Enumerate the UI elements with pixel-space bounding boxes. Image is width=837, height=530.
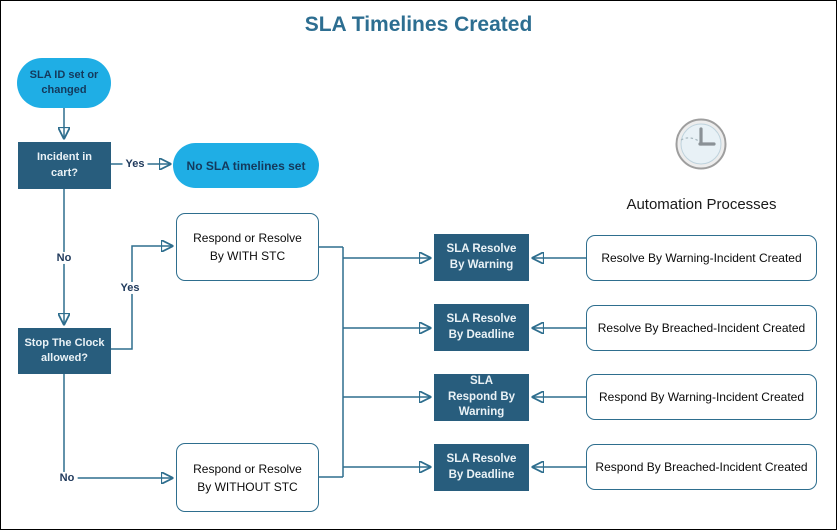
edge-label-incident-no: No bbox=[53, 251, 75, 265]
node-start: SLA ID set or changed bbox=[17, 58, 111, 108]
edge-label-incident-yes: Yes bbox=[122, 157, 148, 171]
clock-icon bbox=[675, 118, 727, 170]
edge-label-stc-no: No bbox=[56, 471, 78, 485]
edge-stc-yes bbox=[111, 246, 172, 350]
node-incident-decision: Incident in cart? bbox=[18, 142, 111, 189]
node-without-stc: Respond or Resolve By WITHOUT STC bbox=[176, 443, 319, 512]
process-box-respond-warning: Respond By Warning-Incident Created bbox=[586, 374, 817, 420]
automation-processes-header: Automation Processes bbox=[626, 196, 777, 213]
process-box-respond-breached: Respond By Breached-Incident Created bbox=[586, 444, 817, 490]
node-with-stc: Respond or Resolve By WITH STC bbox=[176, 213, 319, 281]
node-no-sla-terminal: No SLA timelines set bbox=[173, 143, 319, 188]
process-box-resolve-warning: Resolve By Warning-Incident Created bbox=[586, 235, 817, 281]
sla-box-respond-warning: SLA Respond By Warning bbox=[434, 374, 529, 421]
process-box-resolve-breached: Resolve By Breached-Incident Created bbox=[586, 305, 817, 351]
sla-box-resolve-warning: SLA Resolve By Warning bbox=[434, 234, 529, 281]
page-title: SLA Timelines Created bbox=[304, 13, 533, 36]
edge-label-stc-yes: Yes bbox=[117, 281, 143, 295]
node-stc-decision: Stop The Clock allowed? bbox=[18, 328, 111, 374]
edge-stc-no bbox=[63, 374, 172, 478]
sla-box-resolve-deadline: SLA Resolve By Deadline bbox=[434, 304, 529, 351]
sla-box-respond-deadline: SLA Resolve By Deadline bbox=[434, 444, 529, 491]
